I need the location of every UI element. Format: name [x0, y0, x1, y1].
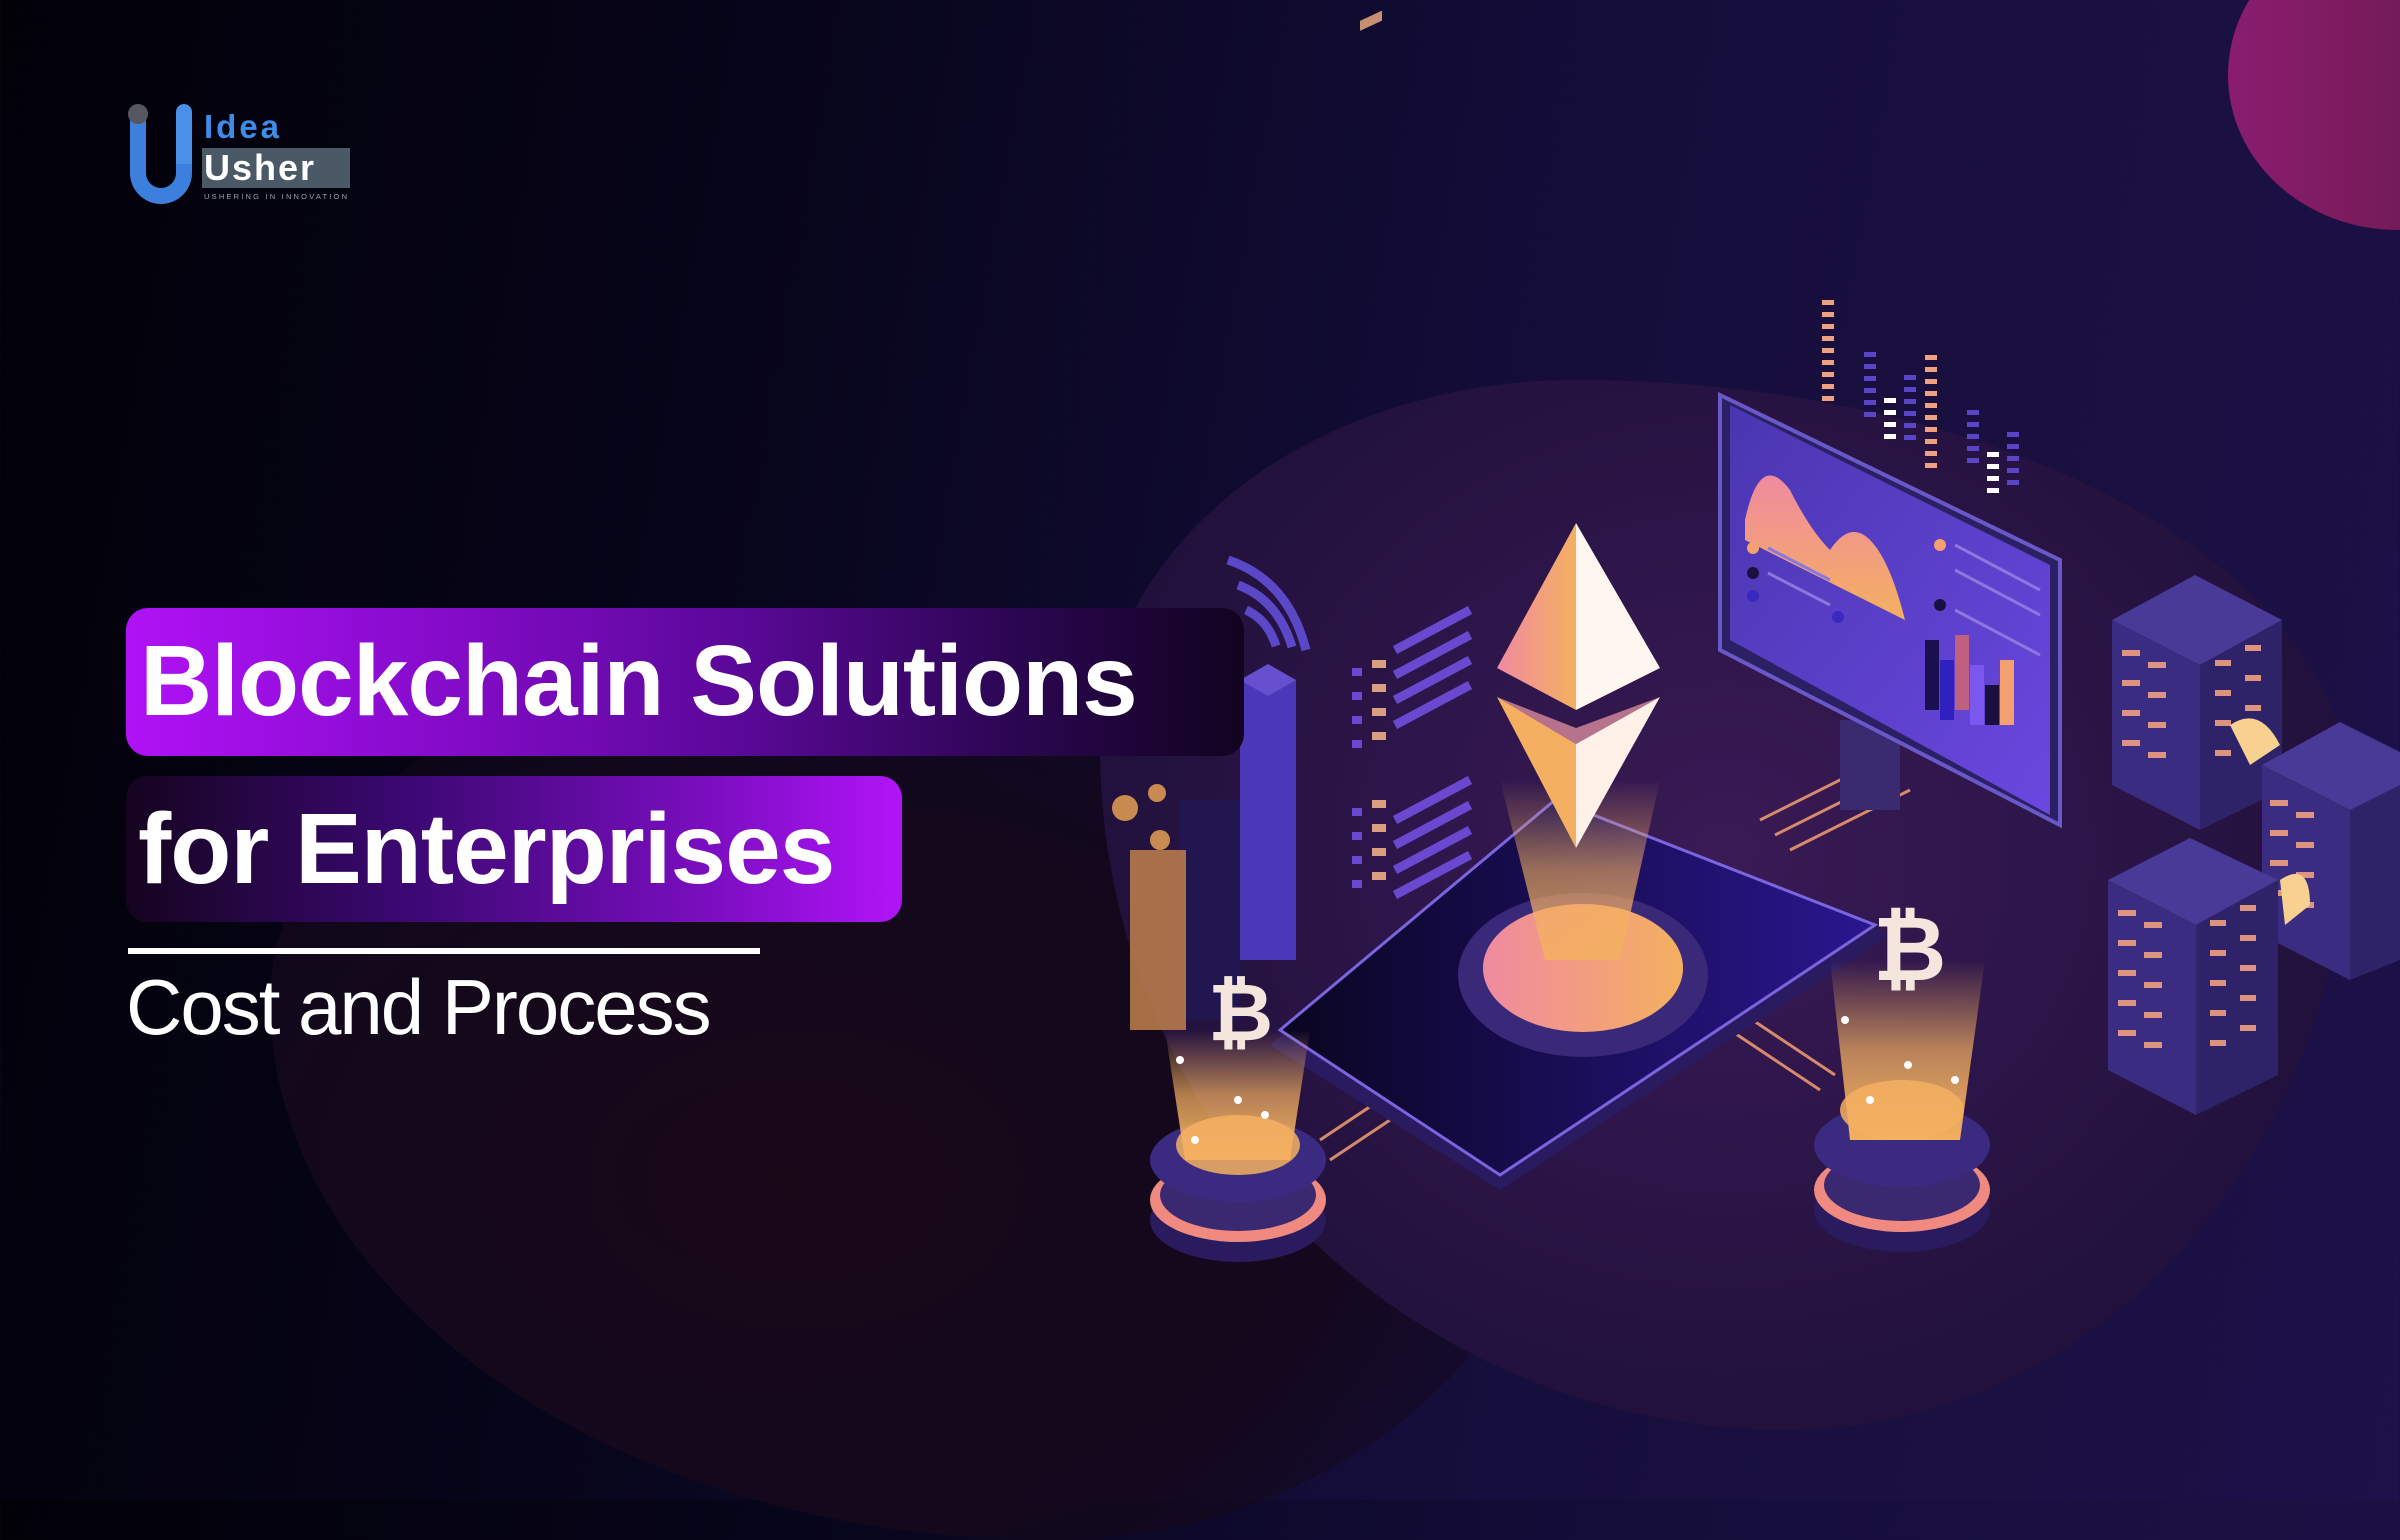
equalizer-bars — [1822, 300, 2019, 493]
pedestal-left — [1150, 1030, 1326, 1262]
logo-bar-icon — [176, 104, 192, 164]
blockchain-illustration: ₿ ₿ — [1112, 10, 2400, 1262]
logo-dot-icon — [128, 104, 148, 124]
pedestal-right — [1814, 960, 1990, 1252]
connector-1 — [2230, 718, 2280, 765]
server-tower-2 — [2262, 722, 2400, 980]
logo-word-idea: Idea — [204, 108, 283, 145]
svg-text:₿: ₿ — [1873, 897, 1946, 1002]
bitcoin-icon-right: ₿ — [1873, 897, 1946, 1002]
headline-bar-1: Blockchain Solutions — [126, 608, 1244, 756]
idea-usher-logo[interactable]: Idea Usher USHERING IN INNOVATION — [126, 104, 366, 204]
server-towers — [2108, 575, 2400, 1115]
server-tower-1 — [2112, 575, 2282, 830]
wifi-tower — [1180, 555, 1311, 1020]
headline-line-1: Blockchain Solutions — [140, 625, 1138, 737]
headline-line-2: for Enterprises — [138, 793, 835, 905]
dashboard-monitor — [1718, 391, 2062, 829]
svg-text:₿: ₿ — [1208, 966, 1273, 1059]
headline-bar-2: for Enterprises — [126, 776, 902, 922]
bitcoin-icon-left: ₿ — [1208, 966, 1273, 1059]
connector-2 — [2280, 873, 2310, 925]
headline-divider — [128, 948, 760, 954]
ethereum-logo-icon — [1497, 523, 1660, 848]
logo-usher-background — [202, 148, 350, 188]
logo-tagline: USHERING IN INNOVATION — [204, 192, 350, 201]
server-tower-3 — [2108, 838, 2278, 1115]
subtitle: Cost and Process — [126, 963, 712, 1051]
left-pillar — [1130, 850, 1186, 1030]
document-list — [1352, 10, 1473, 899]
logo-word-usher: Usher — [204, 147, 317, 188]
light-beam — [1500, 780, 1660, 960]
gear-icons — [1112, 784, 1170, 850]
smartphone — [1270, 798, 1890, 1190]
